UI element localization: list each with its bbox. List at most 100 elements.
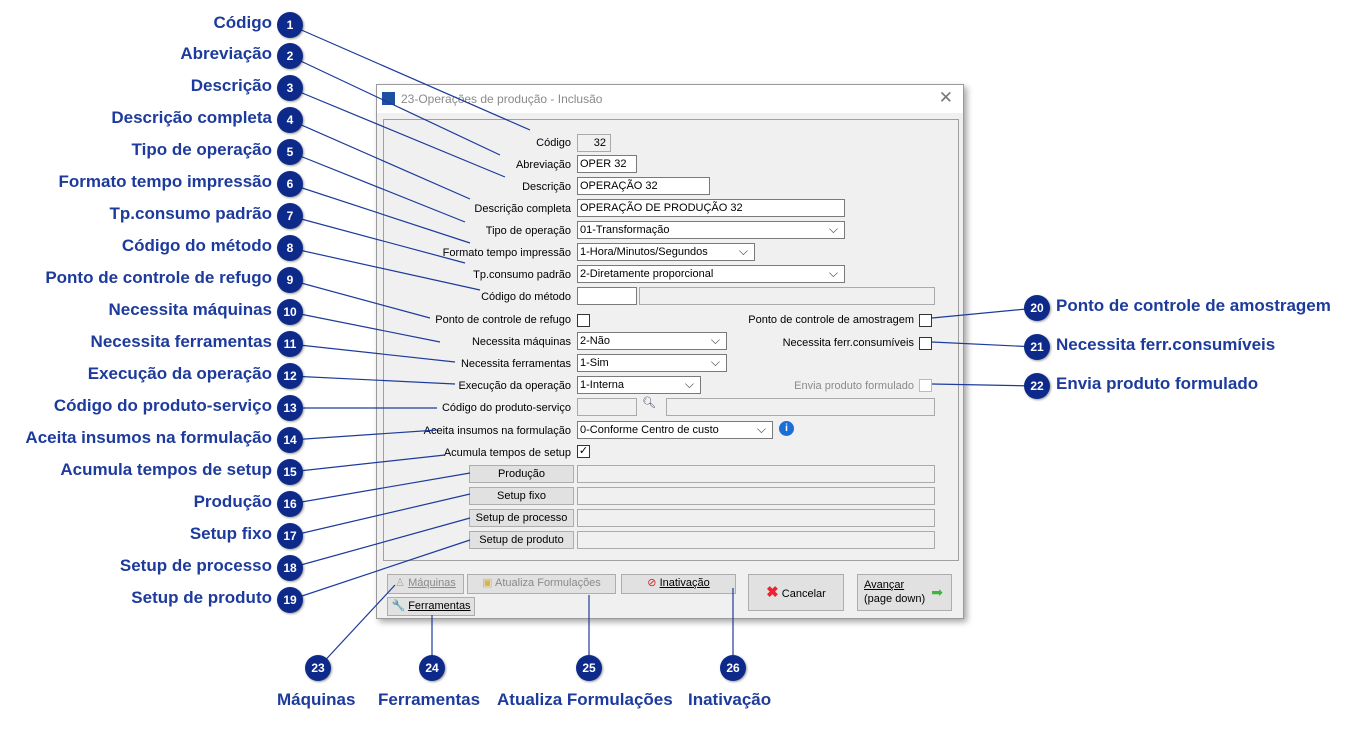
aceita-insumos-select[interactable]: 0-Conforme Centro de custo (577, 421, 773, 439)
callout-badge: 1 (277, 12, 303, 38)
formula-icon: ▣ (482, 577, 493, 589)
acumula-setup-checkbox[interactable]: ✓ (577, 445, 590, 458)
callout-label: Setup de produto (131, 588, 272, 607)
callout-badge: 17 (277, 523, 303, 549)
aceita-insumos-label: Aceita insumos na formulação (423, 425, 571, 437)
maquinas-button[interactable]: ♙ Máquinas (387, 574, 464, 594)
atualiza-formulacoes-button[interactable]: ▣ Atualiza Formulações (467, 574, 616, 594)
callout-label: Descrição completa (111, 108, 272, 127)
execucao-select[interactable]: 1-Interna (577, 376, 701, 394)
callout-label: Acumula tempos de setup (60, 460, 272, 479)
descricao-completa-input[interactable]: OPERAÇÃO DE PRODUÇÃO 32 (577, 199, 845, 217)
necessita-ferramentas-label: Necessita ferramentas (460, 358, 571, 370)
callout-label: Inativação (688, 690, 772, 709)
formato-tempo-select[interactable]: 1-Hora/Minutos/Segundos (577, 243, 755, 261)
setup-fixo-button[interactable]: Setup fixo (469, 487, 574, 505)
callout-label: Execução da operação (87, 364, 272, 383)
codigo-produto-label: Código do produto-serviço (441, 402, 571, 414)
dialog-title: 23-Operações de produção - Inclusão (401, 92, 603, 106)
ponto-refugo-checkbox[interactable] (577, 314, 590, 327)
callout-badge: 21 (1024, 334, 1050, 360)
callout-label: Formato tempo impressão (58, 172, 273, 191)
callout-label: Necessita ferramentas (90, 332, 272, 351)
codigo-produto-input[interactable] (577, 398, 637, 416)
avancar-hint: (page down) (864, 593, 926, 605)
info-icon[interactable]: i (779, 421, 794, 436)
callout-badge: 14 (277, 427, 303, 453)
callout-label: Código (213, 13, 272, 32)
callout-badge: 10 (277, 299, 303, 325)
callout-badge: 13 (277, 395, 303, 421)
tp-consumo-select[interactable]: 2-Diretamente proporcional (577, 265, 845, 283)
maquinas-label: Máquinas (408, 577, 456, 589)
ferramentas-label: Ferramentas (408, 600, 471, 612)
cancelar-button[interactable]: ✖ Cancelar (748, 574, 844, 611)
callout-badge: 19 (277, 587, 303, 613)
atualiza-label: Atualiza Formulações (495, 577, 601, 589)
envia-formulado-checkbox[interactable] (919, 379, 932, 392)
callout-label: Tp.consumo padrão (109, 204, 272, 223)
callout-badge: 18 (277, 555, 303, 581)
ponto-refugo-label: Ponto de controle de refugo (435, 314, 571, 326)
codigo-label: Código (536, 137, 571, 149)
execucao-label: Execução da operação (458, 380, 571, 392)
callout-label: Ponto de controle de amostragem (1056, 296, 1331, 315)
callout-badge: 11 (277, 331, 303, 357)
callout-badge: 20 (1024, 295, 1050, 321)
callout-label: Necessita ferr.consumíveis (1056, 335, 1276, 354)
inativacao-button[interactable]: ⊘ Inativação (621, 574, 736, 594)
producao-button[interactable]: Produção (469, 465, 574, 483)
callout-badge: 4 (277, 107, 303, 133)
callout-badge: 2 (277, 43, 303, 69)
callout-label: Tipo de operação (131, 140, 272, 159)
ponto-amostragem-label: Ponto de controle de amostragem (748, 314, 914, 326)
descricao-input[interactable]: OPERAÇÃO 32 (577, 177, 710, 195)
callout-badge: 5 (277, 139, 303, 165)
tp-consumo-label: Tp.consumo padrão (473, 269, 571, 281)
setup-processo-input[interactable] (577, 509, 935, 527)
setup-produto-input[interactable] (577, 531, 935, 549)
cancelar-label: Cancelar (781, 588, 826, 600)
necessita-maquinas-label: Necessita máquinas (471, 336, 571, 348)
necessita-ferr-consumiveis-label: Necessita ferr.consumíveis (782, 337, 914, 349)
callout-label: Aceita insumos na formulação (25, 428, 272, 447)
callout-badge: 26 (720, 655, 746, 681)
necessita-ferramentas-select[interactable]: 1-Sim (577, 354, 727, 372)
close-button[interactable]: ✕ (938, 88, 953, 107)
operacoes-dialog: 23-Operações de produção - Inclusão ✕ Có… (376, 84, 964, 619)
setup-fixo-input[interactable] (577, 487, 935, 505)
codigo-produto-desc[interactable] (666, 398, 935, 416)
search-icon[interactable]: 🔍︎ (642, 397, 656, 409)
callout-badge: 3 (277, 75, 303, 101)
joystick-icon: ♙ (395, 577, 406, 589)
callout-badge: 22 (1024, 373, 1050, 399)
ferramentas-button[interactable]: 🔧 Ferramentas (387, 597, 475, 616)
setup-produto-button[interactable]: Setup de produto (469, 531, 574, 549)
title-bar: 23-Operações de produção - Inclusão ✕ (377, 85, 963, 113)
callout-label: Setup fixo (189, 524, 272, 543)
necessita-maquinas-select[interactable]: 2-Não (577, 332, 727, 350)
callout-label: Envia produto formulado (1056, 374, 1259, 393)
codigo-input[interactable]: 32 (577, 134, 611, 152)
setup-processo-button[interactable]: Setup de processo (469, 509, 574, 527)
callout-label: Máquinas (277, 690, 356, 709)
callout-label: Produção (193, 492, 272, 511)
descricao-completa-label: Descrição completa (474, 203, 571, 215)
necessita-ferr-consumiveis-checkbox[interactable] (919, 337, 932, 350)
arrow-right-icon: ➡ (931, 584, 943, 600)
abreviacao-input[interactable]: OPER 32 (577, 155, 637, 173)
callout-badge: 9 (277, 267, 303, 293)
avancar-button[interactable]: Avançar(page down)➡ (857, 574, 952, 611)
codigo-metodo-label: Código do método (481, 291, 571, 303)
callout-label: Descrição (190, 76, 272, 95)
tipo-operacao-label: Tipo de operação (485, 225, 571, 237)
x-icon: ✖ (766, 584, 779, 601)
callout-badge: 7 (277, 203, 303, 229)
codigo-metodo-desc[interactable] (639, 287, 935, 305)
callout-label: Necessita máquinas (108, 300, 272, 319)
producao-input[interactable] (577, 465, 935, 483)
callout-badge: 6 (277, 171, 303, 197)
codigo-metodo-input[interactable] (577, 287, 637, 305)
ponto-amostragem-checkbox[interactable] (919, 314, 932, 327)
tipo-operacao-select[interactable]: 01-Transformação (577, 221, 845, 239)
